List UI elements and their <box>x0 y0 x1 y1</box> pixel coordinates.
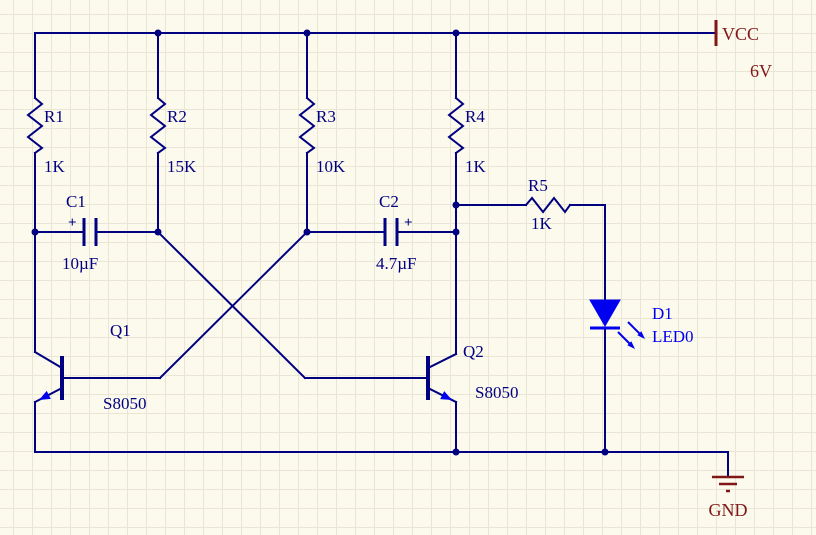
power-port-gnd[interactable]: GND <box>709 475 748 520</box>
emitter-arrow-icon <box>440 391 452 400</box>
capacitor-C2[interactable]: + C2 4.7µF <box>376 192 417 273</box>
resistor-body <box>524 196 572 214</box>
capacitor-ref: C1 <box>66 192 86 211</box>
cross-coupling-wire <box>158 230 309 380</box>
led-D1[interactable]: D1 LED0 <box>589 299 694 349</box>
capacitor-polarity: + <box>404 215 413 231</box>
resistor-body <box>26 96 44 155</box>
resistor-R2[interactable]: R2 15K <box>149 96 197 176</box>
transistor-ref: Q2 <box>463 342 484 361</box>
wires <box>34 32 729 478</box>
transistor-ref: Q1 <box>110 321 131 340</box>
resistor-R5[interactable]: R5 1K <box>524 176 572 233</box>
junction-dot <box>452 448 460 456</box>
junction-dot <box>154 228 162 236</box>
resistor-value: 1K <box>465 157 487 176</box>
junction-dot <box>154 29 162 37</box>
led-value: LED0 <box>652 327 694 346</box>
led-emission-arrow-icon <box>617 331 632 346</box>
resistor-R1[interactable]: R1 1K <box>26 96 66 176</box>
capacitor-ref: C2 <box>379 192 399 211</box>
transistor-value: S8050 <box>475 383 518 402</box>
junction-dot <box>452 29 460 37</box>
junction-dot <box>303 228 311 236</box>
junction-dot <box>303 29 311 37</box>
resistor-value: 15K <box>167 157 197 176</box>
resistor-R3[interactable]: R3 10K <box>298 96 346 176</box>
led-triangle-icon <box>589 299 621 328</box>
transistor-Q1[interactable]: Q1 S8050 <box>33 321 146 413</box>
transistor-value: S8050 <box>103 394 146 413</box>
resistor-ref: R3 <box>316 107 336 126</box>
gnd-label: GND <box>709 500 748 520</box>
resistor-value: 10K <box>316 157 346 176</box>
resistor-value: 1K <box>44 157 66 176</box>
resistor-value: 1K <box>531 214 553 233</box>
led-emission-arrowhead-icon <box>637 331 645 339</box>
resistor-ref: R1 <box>44 107 64 126</box>
cross-coupling-wire <box>156 230 307 380</box>
junction-dot <box>31 228 39 236</box>
vcc-voltage: 6V <box>750 61 772 81</box>
capacitor-value: 10µF <box>62 254 98 273</box>
power-port-vcc[interactable]: VCC 6V <box>714 20 772 81</box>
emitter-arrow-icon <box>39 390 51 400</box>
led-ref: D1 <box>652 304 673 323</box>
resistor-ref: R2 <box>167 107 187 126</box>
capacitor-value: 4.7µF <box>376 254 417 273</box>
resistor-R4[interactable]: R4 1K <box>447 96 487 176</box>
led-emission-arrowhead-icon <box>627 341 635 349</box>
resistor-body <box>298 96 316 155</box>
junction-dot <box>601 448 609 456</box>
resistor-body <box>149 96 167 155</box>
capacitor-polarity: + <box>68 215 77 231</box>
junction-dots <box>31 29 609 456</box>
transistor-collector <box>426 352 458 370</box>
transistor-collector <box>33 350 64 370</box>
led-emission-arrow-icon <box>627 321 642 336</box>
capacitor-C1[interactable]: + C1 10µF <box>62 192 98 273</box>
junction-dot <box>452 228 460 236</box>
junction-dot <box>452 201 460 209</box>
vcc-label: VCC <box>722 24 759 44</box>
resistor-body <box>447 96 465 155</box>
transistor-Q2[interactable]: Q2 S8050 <box>426 342 518 404</box>
resistor-ref: R4 <box>465 107 485 126</box>
resistor-ref: R5 <box>528 176 548 195</box>
